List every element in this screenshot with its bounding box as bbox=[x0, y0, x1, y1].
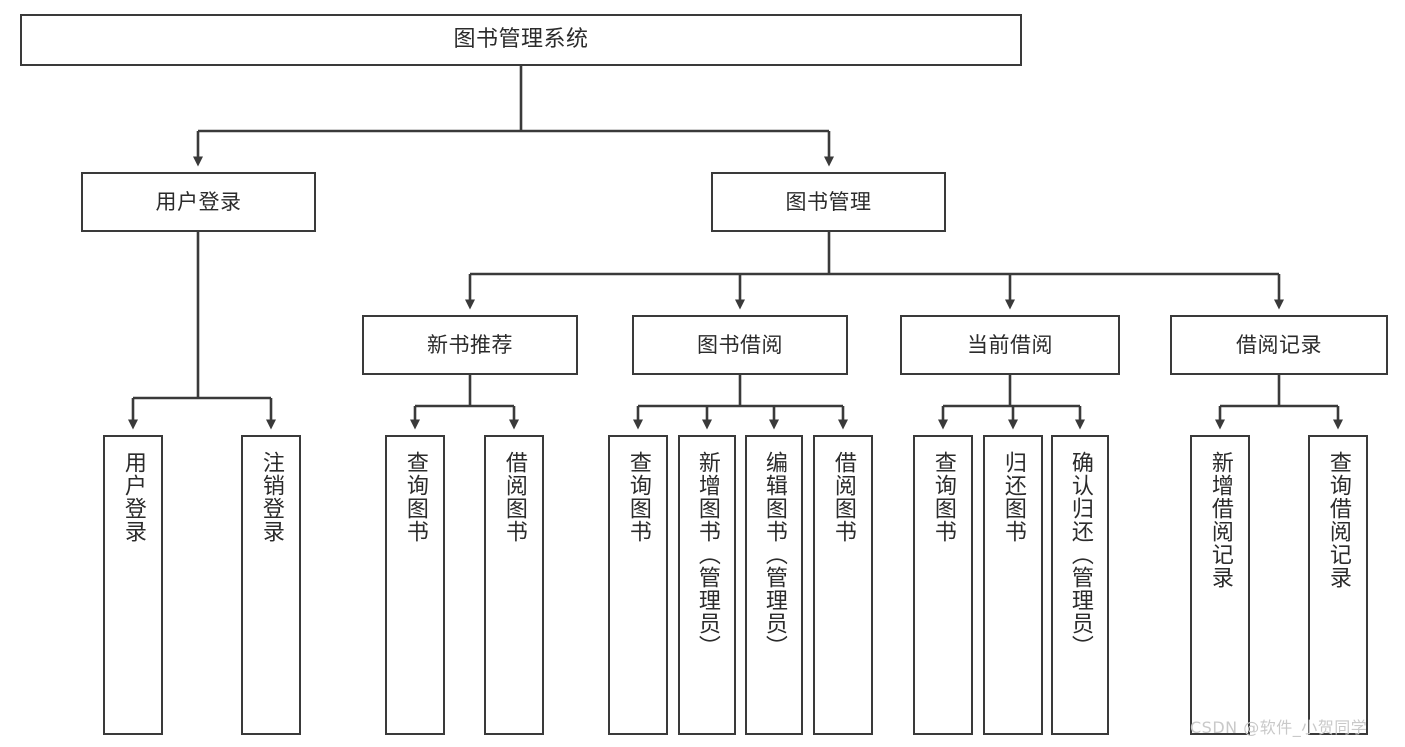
node-book-management[interactable]: 图书管理 bbox=[711, 172, 946, 232]
leaf-edit-book-admin-label: 编辑图书（管理员） bbox=[761, 451, 787, 658]
leaf-borrow-book-recommend-label: 借阅图书 bbox=[501, 451, 527, 543]
leaf-confirm-return-admin[interactable]: 确认归还（管理员） bbox=[1051, 435, 1109, 735]
leaf-return-book-label: 归还图书 bbox=[1000, 451, 1026, 543]
leaf-edit-book-admin[interactable]: 编辑图书（管理员） bbox=[745, 435, 803, 735]
leaf-query-borrow-record-label: 查询借阅记录 bbox=[1325, 451, 1351, 589]
leaf-query-book-current[interactable]: 查询图书 bbox=[913, 435, 973, 735]
leaf-return-book[interactable]: 归还图书 bbox=[983, 435, 1043, 735]
node-new-book-recommend-label: 新书推荐 bbox=[427, 332, 513, 357]
leaf-borrow-book-label: 借阅图书 bbox=[830, 451, 856, 543]
node-root-label: 图书管理系统 bbox=[453, 27, 589, 53]
leaf-add-book-admin-label: 新增图书（管理员） bbox=[694, 451, 720, 658]
node-root[interactable]: 图书管理系统 bbox=[20, 14, 1022, 66]
leaf-query-book-borrow[interactable]: 查询图书 bbox=[608, 435, 668, 735]
leaf-borrow-book-recommend[interactable]: 借阅图书 bbox=[484, 435, 544, 735]
node-book-borrow-label: 图书借阅 bbox=[697, 332, 783, 357]
node-current-borrow[interactable]: 当前借阅 bbox=[900, 315, 1120, 375]
leaf-user-login-label: 用户登录 bbox=[120, 451, 146, 543]
leaf-query-borrow-record[interactable]: 查询借阅记录 bbox=[1308, 435, 1368, 735]
leaf-user-login[interactable]: 用户登录 bbox=[103, 435, 163, 735]
node-borrow-records[interactable]: 借阅记录 bbox=[1170, 315, 1388, 375]
leaf-logout-label: 注销登录 bbox=[258, 451, 284, 543]
node-user-login[interactable]: 用户登录 bbox=[81, 172, 316, 232]
leaf-query-book-borrow-label: 查询图书 bbox=[625, 451, 651, 543]
node-new-book-recommend[interactable]: 新书推荐 bbox=[362, 315, 578, 375]
leaf-query-book-recommend-label: 查询图书 bbox=[402, 451, 428, 543]
leaf-add-borrow-record-label: 新增借阅记录 bbox=[1207, 451, 1233, 589]
leaf-query-book-recommend[interactable]: 查询图书 bbox=[385, 435, 445, 735]
leaf-borrow-book[interactable]: 借阅图书 bbox=[813, 435, 873, 735]
leaf-confirm-return-admin-label: 确认归还（管理员） bbox=[1067, 451, 1093, 658]
leaf-add-book-admin[interactable]: 新增图书（管理员） bbox=[678, 435, 736, 735]
leaf-add-borrow-record[interactable]: 新增借阅记录 bbox=[1190, 435, 1250, 735]
leaf-logout[interactable]: 注销登录 bbox=[241, 435, 301, 735]
node-borrow-records-label: 借阅记录 bbox=[1236, 332, 1322, 357]
leaf-query-book-current-label: 查询图书 bbox=[930, 451, 956, 543]
node-book-management-label: 图书管理 bbox=[785, 189, 872, 214]
node-current-borrow-label: 当前借阅 bbox=[967, 332, 1053, 357]
node-user-login-label: 用户登录 bbox=[155, 189, 242, 214]
csdn-watermark: CSDN @软件_小贺同学 bbox=[1190, 718, 1368, 737]
node-book-borrow[interactable]: 图书借阅 bbox=[632, 315, 848, 375]
